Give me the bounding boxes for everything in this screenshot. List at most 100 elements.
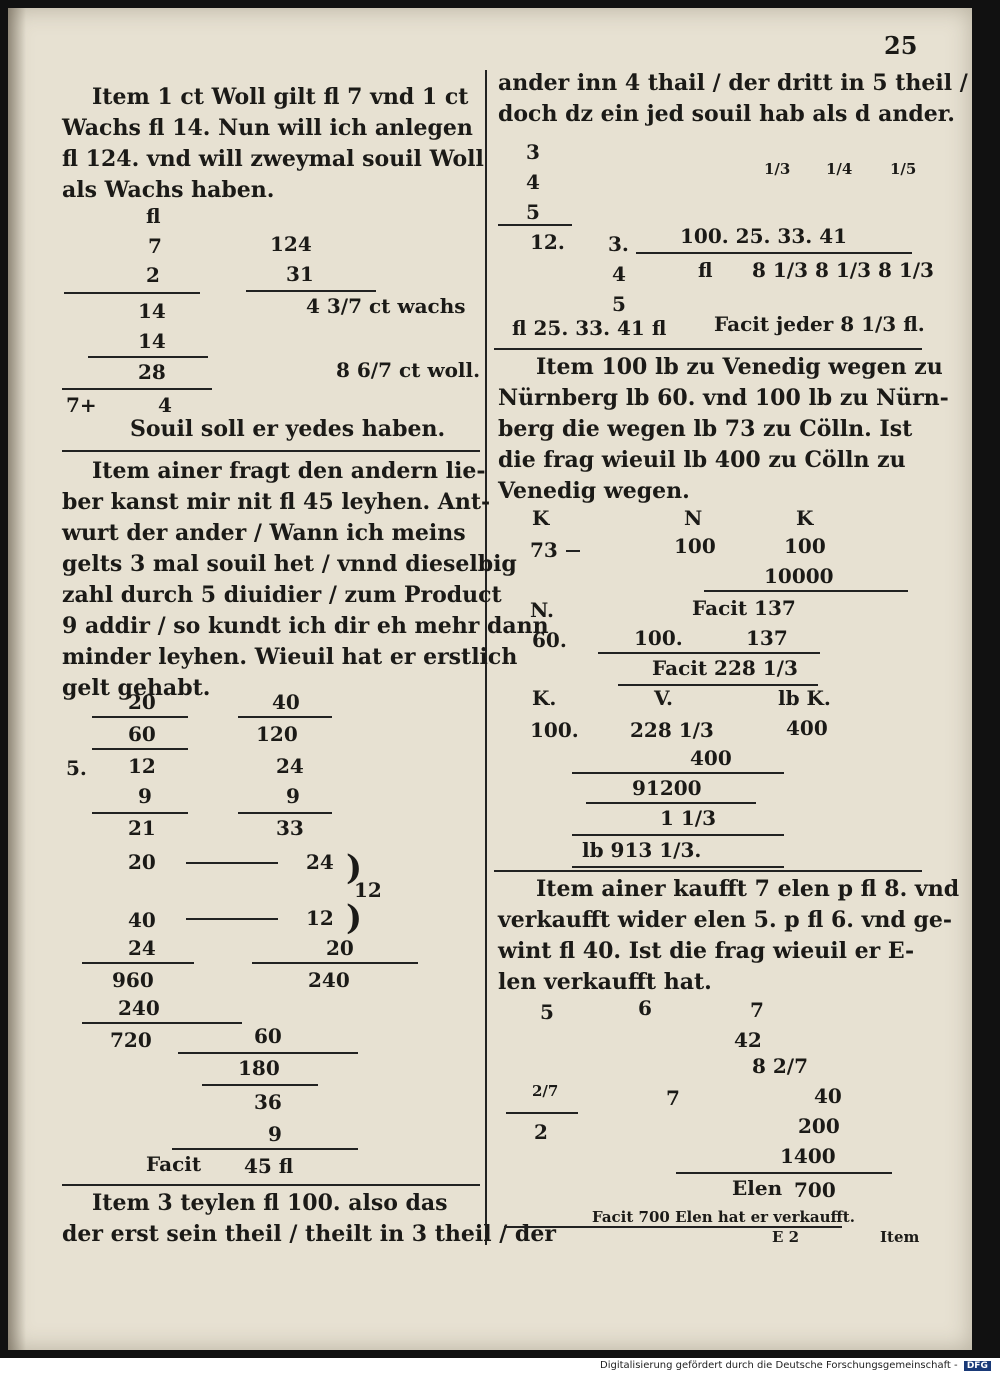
brace-top: ) [346, 848, 363, 888]
r2-N: N. [530, 598, 554, 622]
footer-text: Digitalisierung gefördert durch die Deut… [600, 1360, 958, 1371]
calc-rule [238, 812, 332, 814]
left-p1-line-2: Wachs fl 14. Nun will ich anlegen [62, 115, 473, 141]
right-p2-line-1: Item 100 lb zu Venedig wegen zu [536, 354, 943, 380]
right-p2-line-2: Nürnberg lb 60. vnd 100 lb zu Nürn- [498, 385, 949, 411]
calc2-r40: 40 [128, 908, 156, 932]
right-p3-line-4: len verkaufft hat. [498, 969, 712, 995]
left-p1-line-3: fl 124. vnd will zweymal souil Woll [62, 146, 484, 172]
r-calc-row: 100. 25. 33. 41 [680, 224, 848, 248]
r2-hlbK: lb K. [778, 686, 831, 710]
calc2-m720: 720 [110, 1028, 152, 1052]
r2-100b: 100 [784, 534, 826, 558]
catchword: Item [880, 1228, 920, 1246]
right-p3-line-1: Item ainer kaufft 7 elen p fl 8. vnd [536, 876, 960, 902]
r2-hK3: K. [532, 686, 557, 710]
r2-100c: 100. [634, 626, 683, 650]
right-p1-line-2: doch dz ein jed souil hab als d ander. [498, 101, 955, 127]
calc-rule [64, 292, 200, 294]
r2-hN: N [684, 506, 703, 530]
r2-228: 228 1/3 [630, 718, 714, 742]
left-p3-line-2: der erst sein theil / theilt in 3 theil … [62, 1221, 556, 1247]
calc-rule [572, 834, 784, 836]
calc-rule [82, 962, 194, 964]
calc-dash [186, 862, 278, 864]
left-p2-line-4: gelts 3 mal souil het / vnnd dieselbig [62, 551, 517, 577]
r2-400b: 400 [690, 746, 732, 770]
page-number: 25 [884, 31, 918, 60]
left-p2-line-3: wurt der ander / Wann ich meins [62, 520, 466, 546]
calc2-facit: Facit [146, 1152, 202, 1176]
calc-rule [252, 962, 418, 964]
calc-rule [92, 716, 188, 718]
calc-rule [572, 772, 784, 774]
calc2-f36: 36 [254, 1090, 282, 1114]
footer: Digitalisierung gefördert durch die Deut… [600, 1360, 991, 1371]
left-c1-result: Souil soll er yedes haben. [130, 416, 446, 442]
r3-frac: 2/7 [532, 1082, 559, 1100]
right-p3-line-3: wint fl 40. Ist die frag wieuil er E- [498, 938, 915, 964]
calc2-5: 5. [66, 756, 87, 780]
calc-rule [506, 1112, 578, 1114]
left-p2-line-1: Item ainer fragt den andern lie- [92, 458, 486, 484]
r3-2: 2 [534, 1120, 548, 1144]
page-fold-shadow [8, 8, 26, 1350]
r3-7b: 7 [666, 1086, 680, 1110]
left-p3-line-1: Item 3 teylen fl 100. also das [92, 1190, 448, 1216]
left-p2-line-2: ber kanst mir nit fl 45 leyhen. Ant- [62, 489, 491, 515]
calc2-m960: 960 [112, 968, 154, 992]
r-frac-15: 1/5 [890, 160, 917, 178]
calc-dash [566, 550, 580, 552]
r2-div: 1 1/3 [660, 806, 717, 830]
calc-14a: 14 [138, 299, 166, 323]
r3-40: 40 [814, 1084, 842, 1108]
section-rule [504, 1226, 842, 1228]
r-calc-row2: 8 1/3 8 1/3 8 1/3 [752, 258, 934, 282]
calc-rule [676, 1172, 892, 1174]
calc-fl: fl [146, 204, 161, 228]
column-divider [485, 70, 487, 1245]
calc-14b: 14 [138, 329, 166, 353]
calc-rule [92, 812, 188, 814]
r2-facit228: Facit 228 1/3 [652, 656, 798, 680]
r-calc-4: 4 [526, 170, 540, 194]
calc-rule [178, 1052, 358, 1054]
calc2-m24: 24 [128, 936, 156, 960]
r-frac-13: 1/3 [764, 160, 791, 178]
calc-4: 4 [158, 393, 172, 417]
r3-1400: 1400 [780, 1144, 836, 1168]
r2-10000: 10000 [764, 564, 834, 588]
left-p2-line-6: 9 addir / so kundt ich dir eh mehr dann [62, 613, 549, 639]
r2-400a: 400 [786, 716, 828, 740]
book-page [8, 8, 972, 1350]
right-p3-line-2: verkaufft wider elen 5. p fl 6. vnd ge- [498, 907, 952, 933]
calc-wachs: 4 3/7 ct wachs [306, 294, 466, 318]
calc2-120: 120 [256, 722, 298, 746]
calc2-r12b: 12 [306, 906, 334, 930]
calc-rule [572, 866, 784, 868]
r2-91200: 91200 [632, 776, 702, 800]
calc-rule [246, 290, 376, 292]
calc2-9: 9 [138, 784, 152, 808]
r-calc-s4: 4 [612, 262, 626, 286]
calc2-r24: 24 [306, 850, 334, 874]
calc-dash [186, 918, 278, 920]
r2-hK: K [532, 506, 550, 530]
calc-2: 2 [146, 263, 160, 287]
calc-rule [598, 652, 820, 654]
calc2-24: 24 [276, 754, 304, 778]
r-calc-s5: 5 [612, 292, 626, 316]
calc2-n20: 20 [326, 936, 354, 960]
r2-100a: 100 [674, 534, 716, 558]
left-p1-line-1: Item 1 ct Woll gilt fl 7 vnd 1 ct [92, 84, 469, 110]
right-p2-line-3: berg die wegen lb 73 zu Cölln. Ist [498, 416, 913, 442]
left-p1-line-4: als Wachs haben. [62, 177, 275, 203]
calc-rule [82, 1022, 242, 1024]
r2-137: 137 [746, 626, 788, 650]
r3-elen: Elen [732, 1176, 783, 1200]
r3-6: 6 [638, 996, 652, 1020]
r-calc-fl: fl [698, 258, 713, 282]
calc2-r20: 20 [128, 850, 156, 874]
calc2-r12: 12 [354, 878, 382, 902]
calc2-9b: 9 [286, 784, 300, 808]
